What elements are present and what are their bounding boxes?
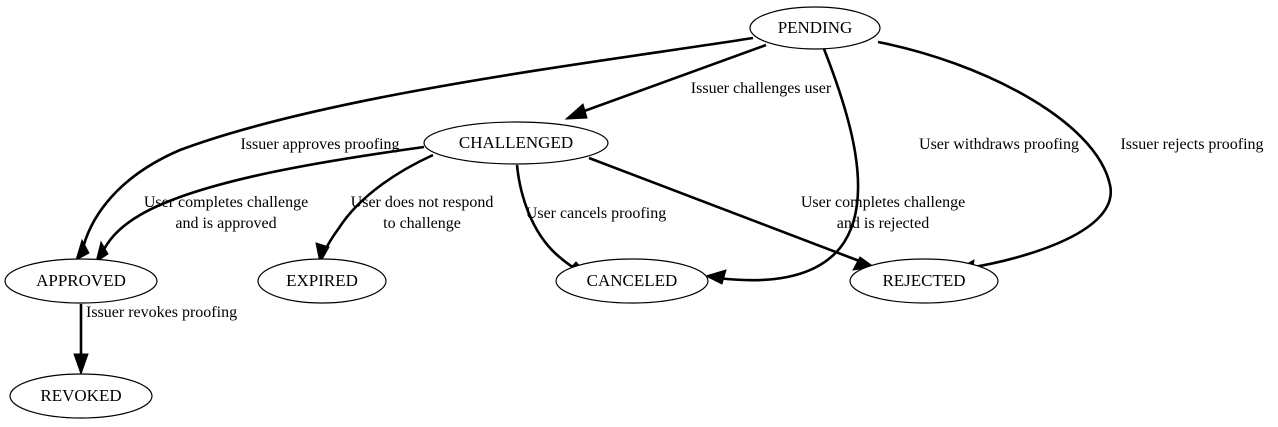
edge-label-user-does-not-respond-line2: to challenge [383, 215, 461, 232]
edge-pending-to-challenged: Issuer challenges user [564, 43, 832, 120]
edge-label-user-cancels-proofing: User cancels proofing [526, 205, 666, 222]
edge-pending-to-canceled-arrowhead [704, 269, 727, 285]
edge-challenged-to-approved: User completes challenge and is approved [95, 145, 425, 264]
node-revoked[interactable]: REVOKED [9, 373, 153, 419]
edge-pending-to-approved-path [80, 36, 754, 253]
node-canceled[interactable]: CANCELED [555, 258, 709, 304]
edge-pending-to-approved: Issuer approves proofing [75, 36, 754, 262]
edge-pending-to-challenged-arrowhead [564, 103, 588, 120]
edge-pending-to-canceled: User withdraws proofing [704, 48, 1079, 285]
edge-challenged-to-rejected-path [588, 156, 863, 264]
edge-challenged-to-canceled-path [515, 164, 579, 272]
node-challenged-label: CHALLENGED [459, 133, 573, 152]
node-expired-ellipse[interactable] [257, 258, 387, 304]
edge-label-issuer-rejects-proofing: Issuer rejects proofing [1120, 136, 1263, 153]
edge-pending-to-rejected: Issuer rejects proofing [877, 40, 1264, 275]
node-rejected-ellipse[interactable] [849, 258, 999, 304]
node-revoked-ellipse[interactable] [9, 373, 153, 419]
edge-label-user-withdraws-proofing: User withdraws proofing [919, 136, 1079, 153]
edge-pending-to-approved-arrowhead [75, 238, 90, 262]
node-pending-ellipse[interactable] [749, 6, 881, 50]
edge-label-user-completes-challenge-approved-line1: User completes challenge [144, 194, 308, 211]
edge-label-user-does-not-respond-line1: User does not respond [351, 194, 494, 211]
edge-challenged-to-canceled: User cancels proofing [515, 164, 666, 276]
node-challenged-ellipse[interactable] [423, 121, 609, 165]
edge-challenged-to-expired: User does not respond to challenge [315, 153, 494, 265]
edge-label-user-completes-challenge-rejected-line1: User completes challenge [801, 194, 965, 211]
edge-approved-to-revoked-arrowhead [73, 353, 89, 376]
edge-pending-to-rejected-path [877, 40, 1113, 270]
edge-label-issuer-challenges-user: Issuer challenges user [691, 80, 832, 97]
node-approved-label: APPROVED [36, 271, 126, 290]
node-rejected-label: REJECTED [882, 271, 965, 290]
edge-challenged-to-approved-arrowhead [95, 240, 109, 264]
node-revoked-label: REVOKED [40, 386, 121, 405]
edge-approved-to-revoked: Issuer revokes proofing [73, 304, 237, 376]
edge-label-user-completes-challenge-approved-line2: and is approved [175, 215, 276, 232]
node-challenged[interactable]: CHALLENGED [423, 121, 609, 165]
edge-challenged-to-expired-arrowhead [315, 242, 330, 265]
node-canceled-ellipse[interactable] [555, 258, 709, 304]
node-approved-ellipse[interactable] [4, 258, 158, 304]
edge-challenged-to-approved-path [100, 145, 425, 254]
edge-label-issuer-revokes-proofing: Issuer revokes proofing [86, 304, 237, 321]
node-approved[interactable]: APPROVED [4, 258, 158, 304]
edge-pending-to-canceled-path [717, 48, 860, 282]
edge-challenged-to-rejected: User completes challenge and is rejected [588, 156, 965, 271]
edge-label-user-completes-challenge-rejected-line2: and is rejected [837, 215, 929, 232]
node-pending[interactable]: PENDING [749, 6, 881, 50]
edge-label-issuer-approves-proofing: Issuer approves proofing [240, 136, 399, 153]
node-expired-label: EXPIRED [286, 271, 358, 290]
edge-pending-to-challenged-path [575, 43, 767, 116]
node-pending-label: PENDING [778, 18, 853, 37]
node-expired[interactable]: EXPIRED [257, 258, 387, 304]
node-rejected[interactable]: REJECTED [849, 258, 999, 304]
node-canceled-label: CANCELED [587, 271, 678, 290]
